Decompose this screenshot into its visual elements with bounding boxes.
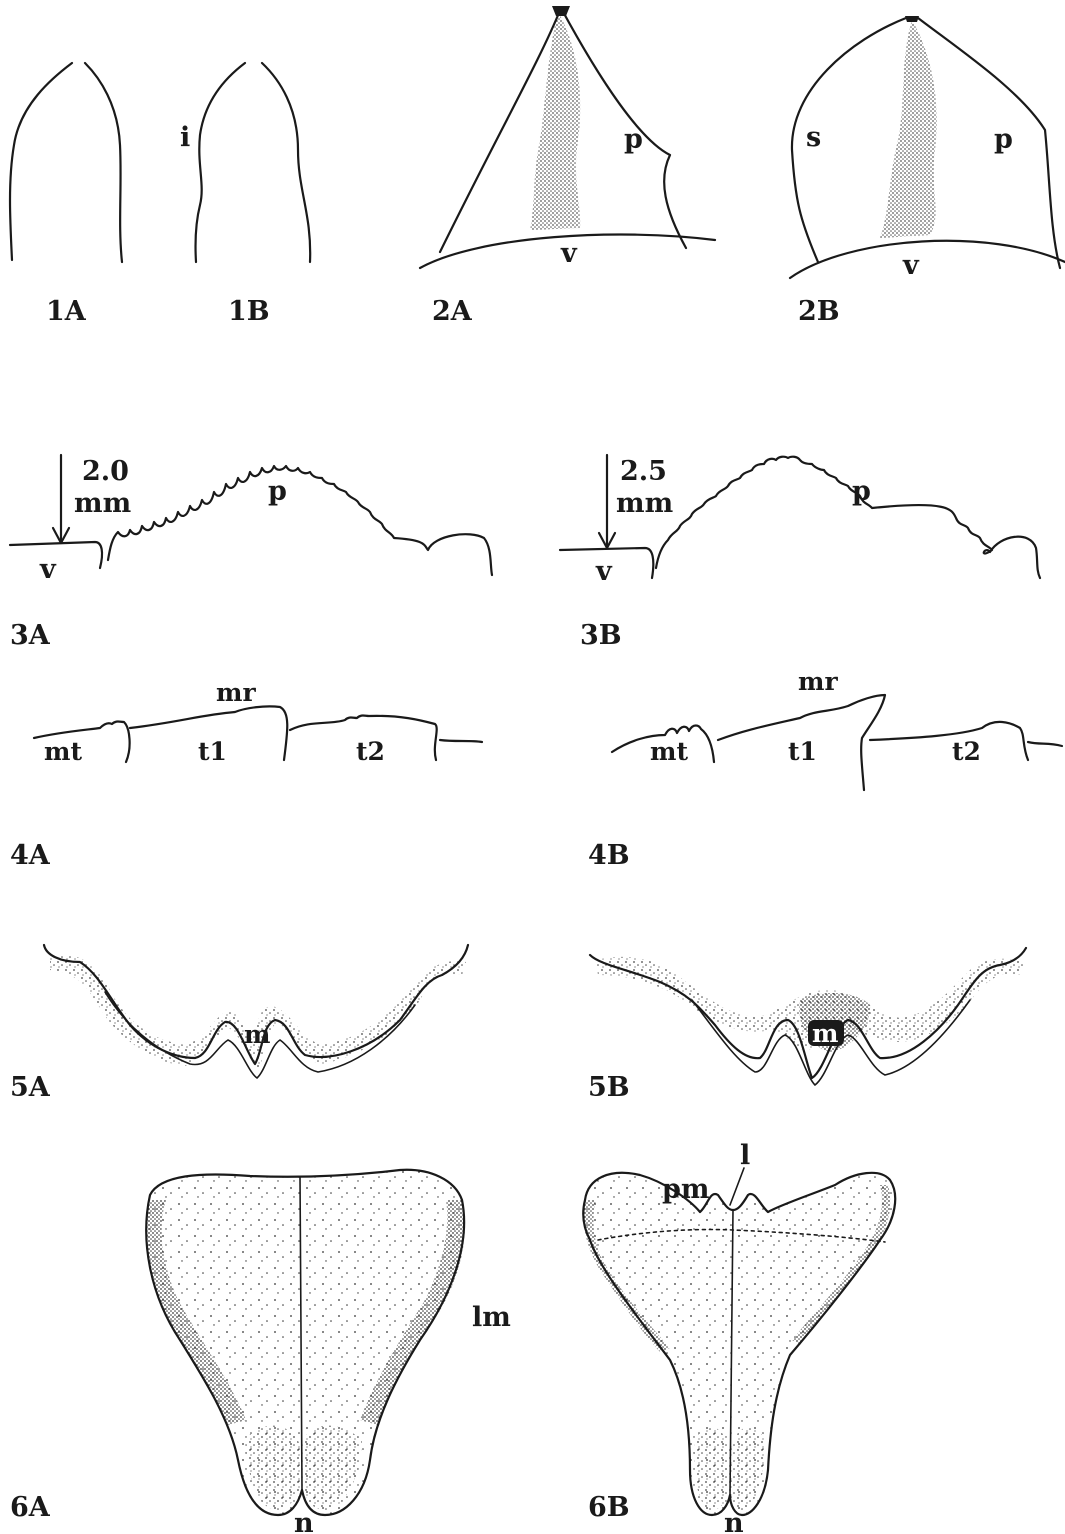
fig6a-label-lm: lm: [472, 1302, 511, 1333]
fig6a-margin-stipple-left: [146, 1200, 246, 1425]
fig6b-label-n: n: [724, 1508, 744, 1534]
figure-label-3b: 3B: [580, 620, 622, 651]
figure-label-5b: 5B: [588, 1072, 630, 1103]
fig6b-margin-stipple-left: [583, 1200, 670, 1352]
fig3b-vertex-line: [558, 546, 655, 580]
fig3a-label-p: p: [268, 476, 287, 507]
fig1b-label-i: i: [180, 122, 190, 153]
figure-2a: p v 2A: [418, 6, 717, 327]
fig2b-pronotum-outline-right: [916, 16, 1062, 270]
figure-4b: mr mt t1 t2 4B: [588, 667, 1064, 871]
fig6a-plate-fill: [146, 1169, 465, 1515]
fig6b-margin-stipple-right: [792, 1185, 891, 1345]
figure-3a: 2.0 mm p v 3A: [8, 453, 494, 651]
fig6a-plate-outline: [145, 1168, 466, 1517]
figure-label-1a: 1A: [46, 296, 87, 327]
fig3a-pronotum-profile: [106, 464, 494, 577]
fig5a-label-m: m: [244, 1020, 270, 1049]
fig4a-label-mt: mt: [44, 737, 82, 766]
fig6b-leader-l: [729, 1167, 745, 1206]
fig3b-label-p: p: [852, 476, 871, 507]
figure-1a: 1A: [8, 61, 124, 327]
fig3b-measure-unit: mm: [616, 488, 673, 519]
fig4b-profile-left: [610, 724, 716, 764]
fig3b-measure-value: 2.5: [620, 456, 667, 487]
figure-label-2b: 2B: [798, 296, 840, 327]
fig2a-label-p: p: [624, 124, 643, 155]
fig5b-label-m-backdrop: [808, 1020, 844, 1046]
fig2b-label-v: v: [902, 250, 920, 281]
fig2b-vertex-arc: [788, 239, 1065, 280]
fig6b-label-pm: pm: [662, 1174, 709, 1205]
fig6a-lobe-stipple: [245, 1425, 362, 1510]
fig2a-pronotum-outline-right: [559, 6, 688, 250]
figure-5a: m 5A: [10, 943, 470, 1103]
fig4b-label-t2: t2: [952, 737, 981, 766]
fig2b-median-stipple: [880, 20, 937, 238]
fig2b-label-s: s: [806, 122, 821, 153]
figure-4a: mr mt t1 t2 4A: [10, 678, 484, 871]
figure-6b: pm l n 6B: [582, 1140, 897, 1534]
fig4b-label-t1: t1: [788, 737, 817, 766]
fig5b-inner-outline: [691, 999, 971, 1087]
fig3b-label-v: v: [595, 556, 613, 587]
fig2a-label-v: v: [560, 238, 578, 269]
figure-label-5a: 5A: [10, 1072, 51, 1103]
fig4a-profile-left: [32, 720, 131, 764]
fig2a-median-stipple: [530, 12, 581, 230]
fig2b-label-p: p: [994, 124, 1013, 155]
fig6a-median-suture: [299, 1176, 303, 1491]
figure-6a: lm n 6A: [10, 1168, 511, 1534]
fig6a-label-n: n: [294, 1508, 314, 1534]
fig4b-profile-tail: [1026, 740, 1064, 748]
figure-label-4a: 4A: [10, 840, 51, 871]
fig3b-pronotum-profile: [654, 455, 1042, 580]
fig4b-label-mr: mr: [798, 667, 838, 696]
fig6b-median-suture: [729, 1209, 734, 1496]
figure-label-6b: 6B: [588, 1492, 630, 1523]
fig6b-plate-fill: [583, 1172, 896, 1515]
fig3a-label-v: v: [39, 554, 57, 585]
figure-3b: 2.5 mm p v 3B: [558, 453, 1042, 651]
fig3a-measure-value: 2.0: [82, 456, 129, 487]
fig1a-right-outline: [83, 61, 124, 264]
fig4b-label-mt: mt: [650, 737, 688, 766]
fig4b-profile-right: [868, 720, 1030, 762]
fig4a-label-t1: t1: [198, 737, 227, 766]
fig5b-outer-outline: [588, 946, 1028, 1080]
fig4a-label-t2: t2: [356, 737, 385, 766]
fig2b-apex-cap: [905, 16, 919, 22]
fig1b-right-outline: [260, 61, 312, 264]
fig2a-pronotum-outline: [438, 6, 563, 254]
fig6a-margin-stipple-right: [360, 1200, 465, 1425]
fig1b-left-outline: [194, 61, 247, 264]
fig4a-label-mr: mr: [216, 678, 256, 707]
fig2a-apex-cap: [552, 6, 570, 16]
fig5b-label-m: m: [812, 1019, 838, 1048]
fig2a-vertex-arc: [418, 233, 717, 270]
fig3a-measure-unit: mm: [74, 488, 131, 519]
fig5a-stippled-band: [50, 955, 466, 1072]
figure-label-1b: 1B: [228, 296, 270, 327]
fig1a-left-outline: [8, 61, 74, 262]
fig4a-profile-middle: [128, 705, 289, 762]
fig6b-label-l: l: [740, 1140, 750, 1171]
fig4b-profile-middle: [716, 693, 887, 792]
fig6b-plate-outline: [582, 1171, 897, 1517]
figure-label-3a: 3A: [10, 620, 51, 651]
fig4a-profile-tail: [438, 738, 484, 744]
figure-1b: i 1B: [180, 61, 312, 327]
figure-label-2a: 2A: [432, 296, 473, 327]
figure-label-4b: 4B: [588, 840, 630, 871]
figure-label-6a: 6A: [10, 1492, 51, 1523]
fig5a-outer-outline: [42, 943, 470, 1066]
fig4a-profile-right: [288, 714, 438, 762]
fig3a-vertex-line: [8, 540, 104, 570]
figure-2b: s p v 2B: [788, 16, 1065, 327]
figure-5b: m 5B: [588, 946, 1028, 1103]
fig6b-transverse-line: [597, 1228, 886, 1243]
fig2b-pronotum-outline-left: [790, 16, 908, 264]
fig5a-inner-outline: [104, 991, 416, 1080]
